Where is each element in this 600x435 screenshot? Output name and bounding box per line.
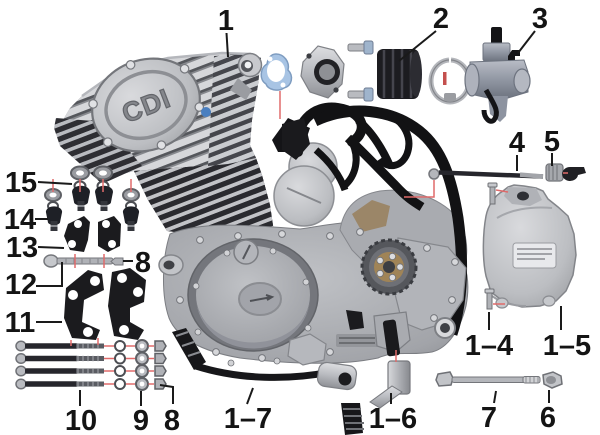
svg-text:3: 3 [532, 3, 548, 35]
svg-text:8: 8 [164, 405, 180, 435]
svg-text:1–4: 1–4 [465, 330, 513, 362]
svg-text:13: 13 [6, 232, 38, 264]
svg-text:1–7: 1–7 [224, 403, 272, 435]
svg-text:12: 12 [5, 269, 37, 301]
svg-text:8: 8 [135, 247, 151, 279]
svg-text:1–5: 1–5 [543, 330, 591, 362]
svg-text:9: 9 [133, 405, 149, 435]
svg-text:14: 14 [4, 204, 36, 236]
svg-text:7: 7 [481, 402, 497, 434]
svg-text:5: 5 [544, 126, 560, 158]
svg-text:1: 1 [218, 5, 234, 37]
svg-text:1–6: 1–6 [369, 403, 417, 435]
svg-text:10: 10 [65, 405, 97, 435]
svg-text:4: 4 [509, 127, 525, 159]
svg-text:2: 2 [433, 3, 449, 35]
svg-text:6: 6 [540, 402, 556, 434]
svg-text:11: 11 [5, 307, 36, 339]
svg-text:15: 15 [5, 167, 37, 199]
